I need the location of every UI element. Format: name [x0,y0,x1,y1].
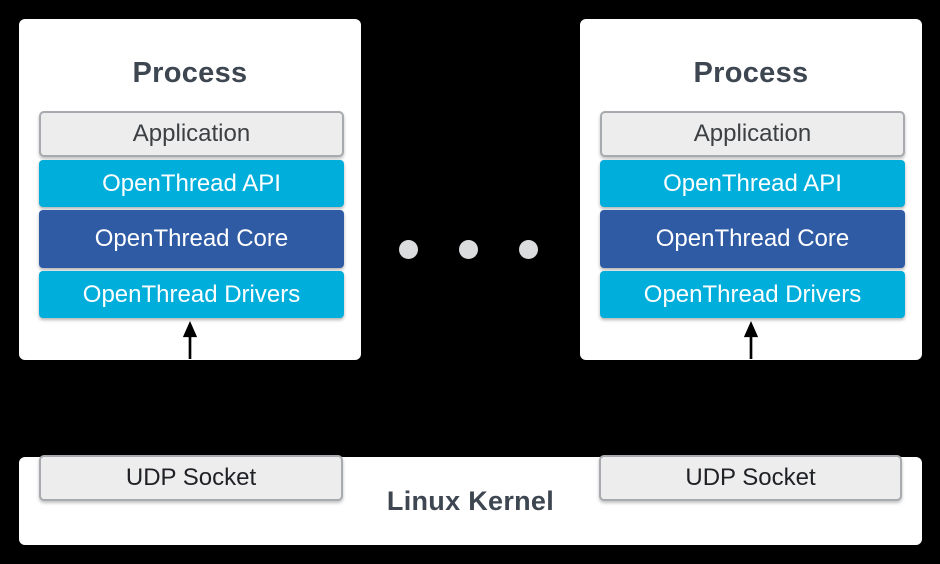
linux-kernel-title: Linux Kernel [386,485,555,516]
process-card-left: Process Application OpenThread API OpenT… [19,19,361,360]
layer-label: OpenThread Drivers [82,280,301,308]
layer-openthread-core: OpenThread Core [600,210,905,268]
layer-application: Application [600,111,905,157]
upward-arrow-icon [743,321,759,359]
layer-label: OpenThread API [663,169,842,197]
layer-openthread-api: OpenThread API [600,160,905,207]
ellipsis-dot [519,240,538,259]
linux-kernel-bar: Linux Kernel UDP Socket UDP Socket [19,455,922,545]
layer-label: OpenThread API [102,169,281,197]
ellipsis-dots [399,240,538,259]
layer-label: OpenThread Core [94,225,289,252]
udp-socket-label: UDP Socket [685,464,816,491]
layer-openthread-api: OpenThread API [39,160,344,207]
ellipsis-dot [459,240,478,259]
ellipsis-dot [399,240,418,259]
layer-openthread-core: OpenThread Core [39,210,344,268]
layer-label: OpenThread Drivers [643,280,862,308]
upward-arrow-icon [182,321,198,359]
layer-label: OpenThread Core [655,225,850,252]
layer-openthread-drivers: OpenThread Drivers [600,271,905,318]
layer-openthread-drivers: OpenThread Drivers [39,271,344,318]
process-card-right: Process Application OpenThread API OpenT… [580,19,922,360]
udp-socket-box-right: UDP Socket [599,455,902,501]
layer-label: Application [693,120,812,147]
layer-application: Application [39,111,344,157]
process-title: Process [132,57,248,89]
udp-socket-label: UDP Socket [125,464,257,491]
process-title: Process [693,57,809,89]
udp-socket-box-left: UDP Socket [39,455,343,501]
layer-label: Application [132,120,251,147]
